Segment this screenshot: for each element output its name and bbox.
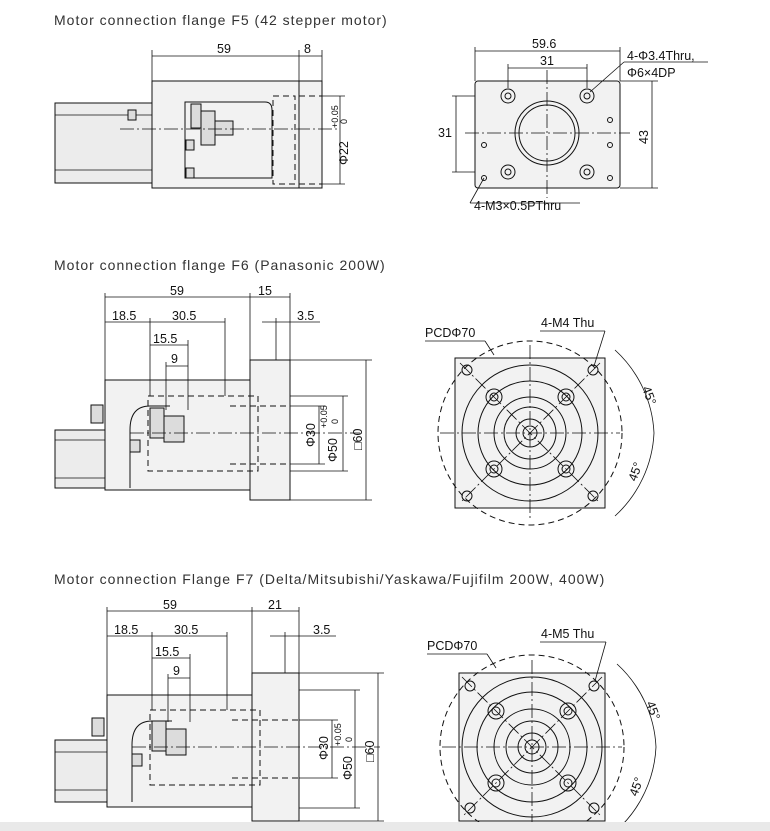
f6-dim-3-5: 3.5 [297,309,314,323]
f7-dim-phi50: Φ50 [341,756,355,780]
f7-front-view: PCDΦ70 4-M5 Thu 45° 45° [427,627,663,831]
f7-dim-phi30: Φ30 [317,736,331,760]
f6-dim-59: 59 [170,284,184,298]
f5-front-view: 59.6 31 31 43 4-Φ3.4Thru, Φ6×4DP 4-M3×0.… [438,37,708,213]
f5-title: Motor connection flange F5 (42 stepper m… [54,12,388,28]
f5-thru-note-2: Φ6×4DP [627,66,676,80]
f5-dim-phi22-tol-upper: +0.05 [330,105,340,128]
f6-dim-sq60: □60 [351,428,365,450]
f7-angle-bottom: 45° [627,775,647,798]
f6-title: Motor connection flange F6 (Panasonic 20… [54,257,386,273]
f6-dim-phi50-tol-upper: +0.05 [319,405,329,428]
f6-dim-phi50-tol-lower: 0 [330,419,340,424]
f7-dim-30-5: 30.5 [174,623,198,637]
f6-angle-top: 45° [639,384,659,407]
f7-dim-59: 59 [163,598,177,612]
f5-dim-31-side: 31 [438,126,452,140]
bottom-scroll-strip [0,822,770,831]
f7-dim-18-5: 18.5 [114,623,138,637]
f7-side-view: 59 21 18.5 30.5 15.5 9 3.5 Φ30 Φ50 +0.05… [54,598,384,822]
f5-dim-31-top: 31 [540,54,554,68]
f5-dim-8: 8 [304,42,311,56]
f6-dim-phi50: Φ50 [326,438,340,462]
f6-angle-bottom: 45° [626,460,646,483]
f6-front-view: PCDΦ70 4-M4 Thu 45° 45° [425,316,659,526]
f7-dim-phi50-tol-upper: +0.05 [333,723,343,746]
f7-dim-3-5: 3.5 [313,623,330,637]
f6-dim-phi30: Φ30 [304,423,318,447]
f6-dim-15-5: 15.5 [153,332,177,346]
f5-dim-59: 59 [217,42,231,56]
f7-dim-15-5: 15.5 [155,645,179,659]
f6-tap-note: 4-M4 Thu [541,316,594,330]
f7-angle-top: 45° [643,699,663,722]
f5-side-view: 59 8 Φ22 +0.05 0 [54,42,351,189]
f5-dim-59-6: 59.6 [532,37,556,51]
f6-dim-9: 9 [171,352,178,366]
f7-tap-note: 4-M5 Thu [541,627,594,641]
f5-dim-phi22: Φ22 [337,141,351,165]
f6-dim-30-5: 30.5 [172,309,196,323]
f5-thru-note-1: 4-Φ3.4Thru, [627,49,695,63]
f6-pcd: PCDΦ70 [425,326,475,340]
f7-dim-sq60: □60 [363,740,377,762]
f7-dim-9: 9 [173,664,180,678]
f7-title: Motor connection Flange F7 (Delta/Mitsub… [54,571,606,587]
f6-side-view: 59 15 18.5 30.5 15.5 9 3.5 Φ30 Φ50 +0.05… [54,284,372,501]
f5-dim-43: 43 [637,130,651,144]
f5-dim-phi22-tol-lower: 0 [339,119,349,124]
f7-pcd: PCDΦ70 [427,639,477,653]
f6-dim-15: 15 [258,284,272,298]
f7-dim-phi50-tol-lower: 0 [344,737,354,742]
f7-dim-21: 21 [268,598,282,612]
f5-tap-note: 4-M3×0.5PThru [474,199,561,213]
f6-dim-18-5: 18.5 [112,309,136,323]
